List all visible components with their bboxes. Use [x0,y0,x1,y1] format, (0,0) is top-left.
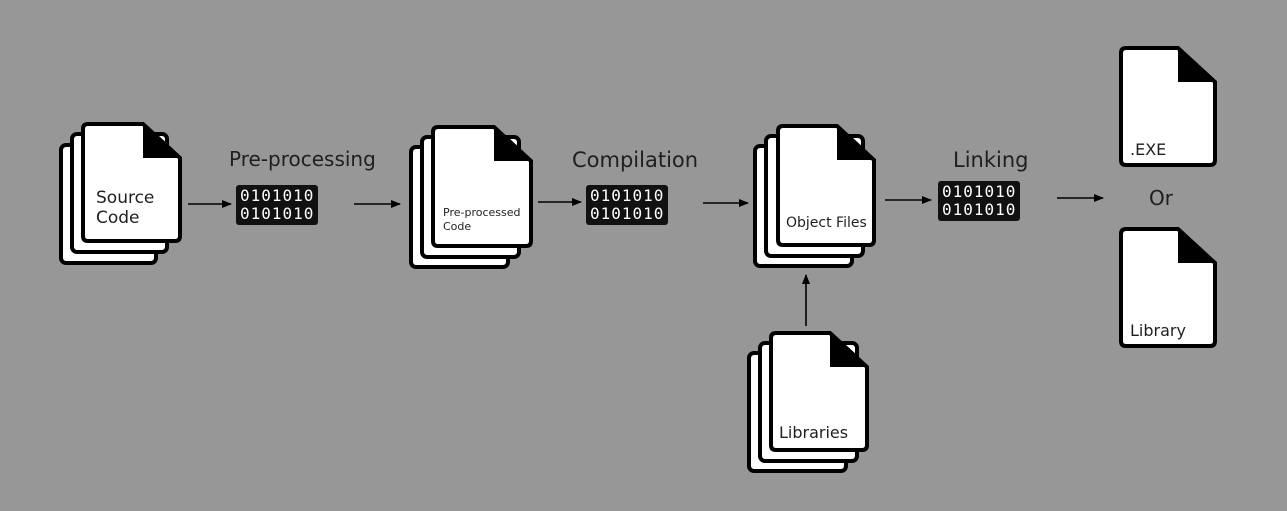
binary-line: 0101010 [590,204,665,223]
source-code-stack-icon [59,122,182,265]
binary-line: 0101010 [240,204,315,223]
libraries-label: Libraries [779,423,849,442]
exe-document-icon [1119,46,1217,167]
binary-line: 0101010 [942,200,1017,219]
binary-line: 0101010 [590,186,665,205]
exe-label: .EXE [1130,140,1167,159]
or-label: Or [1149,186,1173,210]
source-code-label: Source Code [96,188,155,228]
object-files-label: Object Files [786,215,867,231]
stage-label-linking: Linking [953,148,1029,172]
preprocessed-code-stack-icon [409,125,533,269]
preprocessed-code-label: Pre-processed Code [443,206,521,233]
binary-box-compilation: 0101010 0101010 [586,185,669,225]
libraries-stack-icon [747,331,869,473]
stage-label-preprocessing: Pre-processing [229,147,376,171]
binary-line: 0101010 [240,186,315,205]
binary-box-preprocessing: 0101010 0101010 [236,185,319,225]
binary-line: 0101010 [942,182,1017,201]
object-files-stack-icon [753,124,876,268]
library-document-icon [1119,227,1217,348]
binary-box-linking: 0101010 0101010 [938,181,1021,221]
stage-label-compilation: Compilation [572,148,699,172]
flow-arrows [188,194,1104,326]
library-label: Library [1130,321,1186,340]
